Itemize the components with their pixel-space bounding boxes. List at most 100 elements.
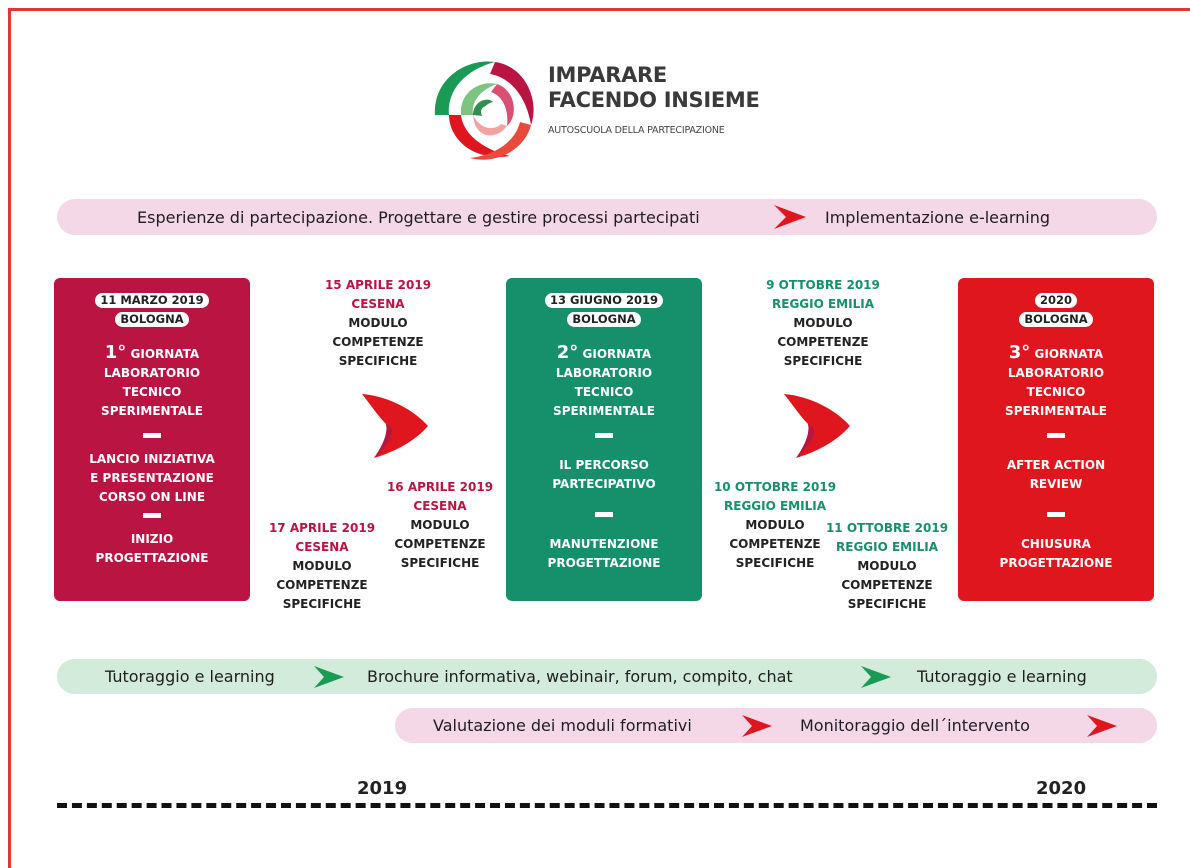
module-t3: SPECIFICHE [847, 597, 927, 611]
module-t3: SPECIFICHE [735, 556, 815, 570]
green-band-c: Tutoraggio e learning [917, 667, 1087, 686]
green-band-b: Brochure informativa, webinair, forum, c… [367, 667, 793, 686]
box1-a1: LANCIO INIZIATIVA [89, 452, 215, 466]
box1-giornata: GIORNATA [130, 347, 200, 361]
box3-a2: REVIEW [1029, 477, 1083, 491]
logo-line1: IMPARARE [548, 63, 667, 87]
divider [595, 512, 613, 517]
box2-num: 2° [556, 342, 579, 363]
module-t1: MODULO [857, 559, 917, 573]
box1-b2: PROGETTAZIONE [95, 551, 209, 565]
box3-giornata: GIORNATA [1034, 347, 1104, 361]
box2-a2: PARTECIPATIVO [552, 477, 656, 491]
module-t2: COMPETENZE [276, 578, 368, 592]
arrow-icon [362, 394, 428, 458]
module-t3: SPECIFICHE [338, 354, 418, 368]
module-11-ottobre: 11 OTTOBRE 2019 REGGIO EMILIA MODULO COM… [812, 519, 962, 614]
module-date: 15 APRILE 2019 [324, 278, 432, 292]
box2-giornata: GIORNATA [582, 347, 652, 361]
logo-subtitle: AUTOSCUOLA DELLA PARTECIPAZIONE [548, 125, 725, 136]
module-t2: COMPETENZE [841, 578, 933, 592]
top-band: Esperienze di partecipazione. Progettare… [57, 199, 1157, 235]
module-t3: SPECIFICHE [400, 556, 480, 570]
arrow-icon [774, 205, 806, 229]
year-2019: 2019 [357, 778, 408, 799]
divider [143, 513, 161, 518]
module-city: REGGIO EMILIA [836, 540, 938, 554]
module-date: 16 APRILE 2019 [386, 480, 494, 494]
arrow-icon [784, 394, 850, 458]
module-t1: MODULO [348, 316, 408, 330]
box3-date: 2020 [1034, 293, 1077, 308]
box2-line1: LABORATORIO [555, 366, 653, 380]
pink-band-2-b: Monitoraggio dell´intervento [800, 716, 1030, 735]
box3-b2: PROGETTAZIONE [999, 556, 1113, 570]
divider [143, 433, 161, 438]
module-9-ottobre: 9 OTTOBRE 2019 REGGIO EMILIA MODULO COMP… [748, 276, 898, 371]
pink-band-2: Valutazione dei moduli formativi Monitor… [395, 708, 1157, 743]
module-t2: COMPETENZE [777, 335, 869, 349]
box1-a3: CORSO ON LINE [98, 490, 206, 504]
logo-line2: FACENDO INSIEME [548, 88, 760, 112]
box3-line1: LABORATORIO [1007, 366, 1105, 380]
box2-b2: PROGETTAZIONE [547, 556, 661, 570]
module-17-aprile: 17 APRILE 2019 CESENA MODULO COMPETENZE … [262, 519, 382, 614]
module-date: 11 OTTOBRE 2019 [825, 521, 949, 535]
box2-b1: MANUTENZIONE [549, 537, 659, 551]
module-city: REGGIO EMILIA [772, 297, 874, 311]
module-t3: SPECIFICHE [783, 354, 863, 368]
divider [1047, 433, 1065, 438]
arrow-icon [314, 666, 344, 688]
giornata-box-1: 11 MARZO 2019 BOLOGNA 1° GIORNATA LABORA… [54, 278, 250, 601]
box3-b1: CHIUSURA [1021, 537, 1091, 551]
box1-line3: SPERIMENTALE [101, 404, 203, 418]
arrow-icon [742, 715, 772, 737]
box1-num: 1° [104, 342, 127, 363]
box3-place: BOLOGNA [1019, 312, 1093, 327]
module-t2: COMPETENZE [394, 537, 486, 551]
box3-line2: TECNICO [1026, 385, 1086, 399]
green-band: Tutoraggio e learning Brochure informati… [57, 659, 1157, 694]
module-city: REGGIO EMILIA [724, 499, 826, 513]
giornata-box-2: 13 GIUGNO 2019 BOLOGNA 2° GIORNATA LABOR… [506, 278, 702, 601]
box1-line1: LABORATORIO [103, 366, 201, 380]
arrow-icon [861, 666, 891, 688]
module-t1: MODULO [793, 316, 853, 330]
box2-place: BOLOGNA [567, 312, 641, 327]
green-band-a: Tutoraggio e learning [105, 667, 275, 686]
module-date: 17 APRILE 2019 [268, 521, 376, 535]
module-15-aprile: 15 APRILE 2019 CESENA MODULO COMPETENZE … [318, 276, 438, 371]
module-city: CESENA [351, 297, 405, 311]
year-2020: 2020 [1036, 778, 1087, 799]
top-band-right-text: Implementazione e-learning [825, 207, 1050, 227]
module-t1: MODULO [292, 559, 352, 573]
box3-a1: AFTER ACTION [1006, 458, 1106, 472]
divider [595, 433, 613, 438]
top-band-left-text: Esperienze di partecipazione. Progettare… [137, 207, 700, 227]
arrow-icon [1087, 715, 1117, 737]
box1-a2: E PRESENTAZIONE [90, 471, 214, 485]
module-t1: MODULO [410, 518, 470, 532]
module-date: 10 OTTOBRE 2019 [713, 480, 837, 494]
module-city: CESENA [295, 540, 349, 554]
module-16-aprile: 16 APRILE 2019 CESENA MODULO COMPETENZE … [380, 478, 500, 573]
box3-num: 3° [1008, 342, 1031, 363]
box2-a1: IL PERCORSO [559, 458, 649, 472]
box2-line2: TECNICO [574, 385, 634, 399]
module-t2: COMPETENZE [332, 335, 424, 349]
module-t3: SPECIFICHE [282, 597, 362, 611]
box1-date: 11 MARZO 2019 [95, 293, 209, 308]
logo-title: IMPARARE FACENDO INSIEME [548, 63, 760, 113]
spiral-logo-icon [434, 61, 534, 160]
module-t1: MODULO [745, 518, 805, 532]
page-frame [8, 8, 1190, 868]
pink-band-2-a: Valutazione dei moduli formativi [433, 716, 692, 735]
module-city: CESENA [413, 499, 467, 513]
giornata-box-3: 2020 BOLOGNA 3° GIORNATA LABORATORIO TEC… [958, 278, 1154, 601]
box1-line2: TECNICO [122, 385, 182, 399]
module-date: 9 OTTOBRE 2019 [766, 278, 880, 292]
timeline-dashed [57, 803, 1157, 808]
divider [1047, 512, 1065, 517]
box1-b1: INIZIO [130, 532, 174, 546]
box2-line3: SPERIMENTALE [553, 404, 655, 418]
